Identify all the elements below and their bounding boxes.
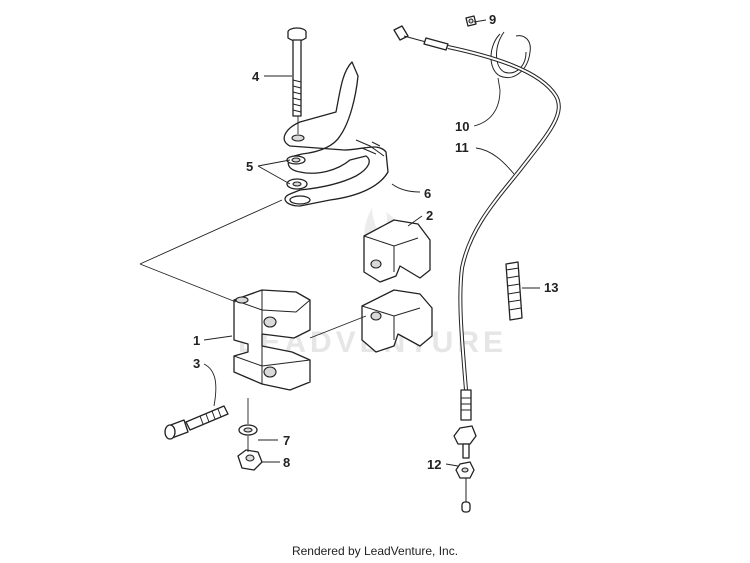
part-3-cap-screw: [164, 405, 229, 440]
callout-11: 11: [455, 140, 469, 155]
callout-2: 2: [426, 208, 433, 223]
part-6-lever-housing: [283, 61, 389, 207]
callout-1: 1: [193, 333, 200, 348]
part-12-nut: [461, 467, 469, 473]
callout-12: 12: [427, 457, 441, 472]
callout-13: 13: [544, 280, 558, 295]
part-5-washers: [286, 155, 308, 190]
part-13-boot: [505, 261, 523, 321]
part-2-clamp: [361, 219, 433, 353]
callout-7: 7: [283, 433, 290, 448]
part-11-throttle-cable: [393, 25, 561, 513]
callout-4: 4: [252, 69, 260, 84]
callout-3: 3: [193, 356, 200, 371]
callout-9: 9: [489, 12, 496, 27]
leader-lines: [203, 19, 540, 467]
callout-5: 5: [246, 159, 253, 174]
callout-6: 6: [424, 186, 431, 201]
callouts: 4 5 6 2 1 3 7 8 9 10 11 12 13: [193, 12, 558, 472]
callout-10: 10: [455, 119, 469, 134]
part-1-mounting-block: [233, 289, 311, 391]
part-4-bolt: [287, 27, 307, 117]
assembly-lines: [139, 116, 367, 452]
part-8-nut: [237, 449, 263, 471]
part-9-clip: [465, 15, 477, 27]
part-7-washer: [238, 424, 258, 436]
callout-8: 8: [283, 455, 290, 470]
render-credit: Rendered by LeadVenture, Inc.: [291, 544, 459, 558]
